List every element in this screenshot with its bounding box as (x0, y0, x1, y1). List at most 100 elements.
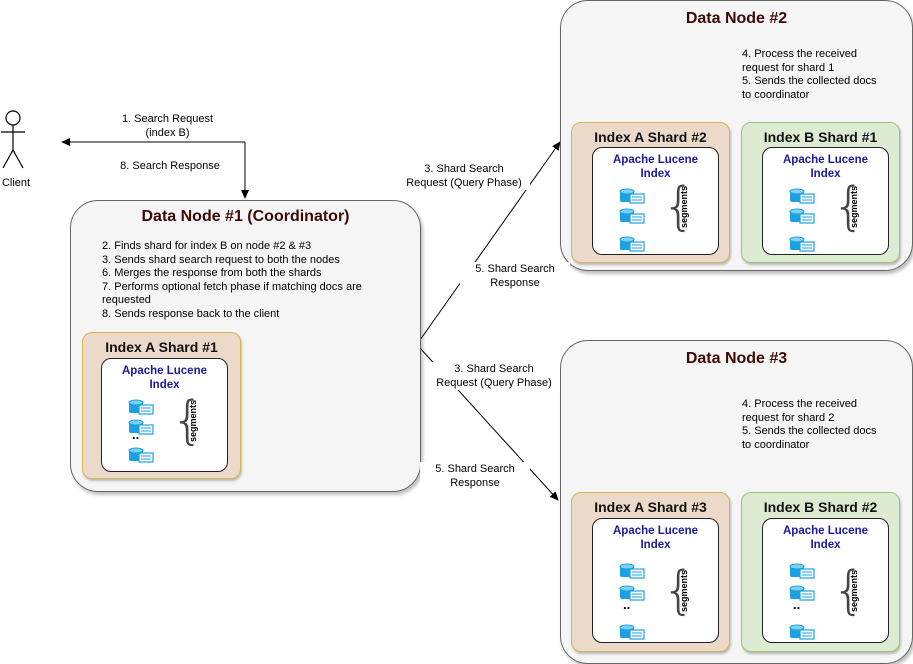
lucene-line2: Index (640, 167, 671, 180)
segment-file-icon (619, 624, 645, 640)
edge-label-line: Response (450, 477, 500, 489)
data-node-2-title: Data Node #2 (685, 10, 788, 27)
segment-file-icon (128, 399, 154, 415)
segment-file-icon (619, 236, 645, 252)
segment-file-icon (128, 419, 154, 435)
lucene-index-box: Apache Lucene Index .. { segments (592, 518, 719, 643)
search-request-line1: 1. Search Request (121, 113, 214, 125)
brace-icon: { (662, 561, 696, 621)
lucene-line1: Apache Lucene (122, 365, 207, 377)
segment-dots: .. (623, 597, 631, 612)
segment-file-icon (789, 585, 815, 601)
node1-step: 3. Sends shard search request to both th… (102, 253, 340, 266)
data-node-3-title: Data Node #3 (685, 350, 788, 367)
edge-label-line: 3. Shard Search (424, 163, 504, 175)
brace-icon: { (832, 177, 866, 237)
brace-icon: { (832, 561, 866, 621)
shard-title: Index B Shard #1 (763, 129, 878, 145)
segments-label: segments (849, 569, 860, 613)
segment-file-icon (619, 585, 645, 601)
node2-step: 4. Process the received (742, 48, 857, 60)
lucene-index-title: Apache Lucene Index (102, 365, 227, 392)
node3-step: 5. Sends the collected docs (742, 425, 877, 438)
edge-label-line: 3. Shard Search (454, 363, 534, 375)
node2-request-label: 3. Shard Search Request (Query Phase) (398, 162, 530, 190)
segment-file-icon (619, 208, 645, 224)
segment-dots: .. (793, 597, 801, 612)
edge-label-line: Request (Query Phase) (436, 377, 552, 389)
node3-step: to coordinator (742, 438, 810, 451)
data-node-3-steps: 4. Process the received request for shar… (742, 398, 877, 452)
node3-step: 4. Process the received (742, 398, 857, 410)
lucene-line2: Index (640, 538, 671, 551)
data-node-1: Data Node #1 (Coordinator) 2. Finds shar… (70, 200, 421, 492)
lucene-index-title: Apache Lucene Index (593, 154, 718, 181)
shard-request-node2-arrow (412, 141, 561, 349)
index-a-shard-3: Index A Shard #3 Apache Lucene Index .. … (571, 492, 730, 652)
segment-file-icon (789, 563, 815, 579)
segment-file-icon (619, 188, 645, 204)
index-a-shard-2: Index A Shard #2 Apache Lucene Index .. … (571, 122, 730, 263)
brace-icon: { (662, 177, 696, 237)
edge-label-line: Response (490, 277, 540, 289)
lucene-line1: Apache Lucene (783, 154, 868, 166)
node1-step: 2. Finds shard for index B on node #2 & … (102, 240, 312, 252)
lucene-index-title: Apache Lucene Index (593, 525, 718, 552)
node1-step: 7. Performs optional fetch phase if matc… (102, 280, 362, 293)
index-a-shard-1: Index A Shard #1 Apache Lucene Index .. … (82, 332, 241, 479)
node1-step: requested (102, 294, 151, 307)
node2-step: 5. Sends the collected docs (742, 75, 877, 88)
edge-label-line: 5. Shard Search (435, 463, 515, 475)
node2-step: to coordinator (742, 88, 810, 101)
lucene-line1: Apache Lucene (613, 154, 698, 166)
segments-label: segments (679, 569, 690, 613)
data-node-2: Data Node #2 4. Process the received req… (560, 0, 913, 271)
index-b-shard-1: Index B Shard #1 Apache Lucene Index .. … (741, 122, 900, 263)
data-node-1-title: Data Node #1 (Coordinator) (141, 208, 350, 225)
node3-response-label: 5. Shard Search Response (420, 462, 530, 490)
lucene-index-box: Apache Lucene Index .. { segments (762, 147, 889, 255)
lucene-index-title: Apache Lucene Index (763, 525, 888, 552)
lucene-index-title: Apache Lucene Index (763, 154, 888, 181)
brace-icon: { (171, 391, 205, 451)
segment-file-icon (789, 236, 815, 252)
lucene-index-box: Apache Lucene Index .. { segments (762, 518, 889, 643)
segments-label: segments (188, 399, 199, 443)
shard-title: Index B Shard #2 (763, 499, 878, 515)
lucene-line1: Apache Lucene (613, 525, 698, 537)
segments-label: segments (849, 185, 860, 229)
segment-dots: .. (132, 427, 140, 442)
segment-file-icon (619, 563, 645, 579)
search-response-label: 8. Search Response (100, 159, 240, 173)
shard-title: Index A Shard #2 (594, 129, 707, 145)
lucene-line2: Index (810, 167, 841, 180)
node1-step: 6. Merges the response from both the sha… (102, 267, 322, 280)
shard-title: Index A Shard #1 (105, 339, 218, 355)
client-label: Client (1, 177, 31, 189)
segment-file-icon (789, 208, 815, 224)
segment-file-icon (128, 447, 154, 463)
edge-label-line: 5. Shard Search (475, 263, 555, 275)
shard-title: Index A Shard #3 (594, 499, 707, 515)
data-node-1-steps: 2. Finds shard for index B on node #2 & … (102, 240, 362, 322)
search-request-line2: (index B) (145, 127, 190, 139)
lucene-line2: Index (810, 538, 841, 551)
data-node-2-steps: 4. Process the received request for shar… (742, 48, 877, 102)
segment-file-icon (789, 624, 815, 640)
lucene-line1: Apache Lucene (783, 525, 868, 537)
node1-step: 8. Sends response back to the client (102, 307, 280, 320)
node3-request-label: 3. Shard Search Request (Query Phase) (428, 362, 560, 390)
node3-step: request for shard 2 (742, 411, 835, 424)
segments-label: segments (679, 185, 690, 229)
data-node-3: Data Node #3 4. Process the received req… (560, 340, 913, 664)
lucene-index-box: Apache Lucene Index .. { segments (592, 147, 719, 255)
segment-file-icon (789, 188, 815, 204)
node2-response-label: 5. Shard Search Response (460, 262, 570, 290)
node2-step: request for shard 1 (742, 61, 835, 74)
client-actor-icon (1, 110, 25, 169)
lucene-index-box: Apache Lucene Index .. { segments (101, 358, 228, 472)
lucene-line2: Index (149, 378, 180, 391)
search-request-label: 1. Search Request (index B) (115, 112, 220, 140)
edge-label-line: Request (Query Phase) (406, 177, 522, 189)
index-b-shard-2: Index B Shard #2 Apache Lucene Index .. … (741, 492, 900, 652)
